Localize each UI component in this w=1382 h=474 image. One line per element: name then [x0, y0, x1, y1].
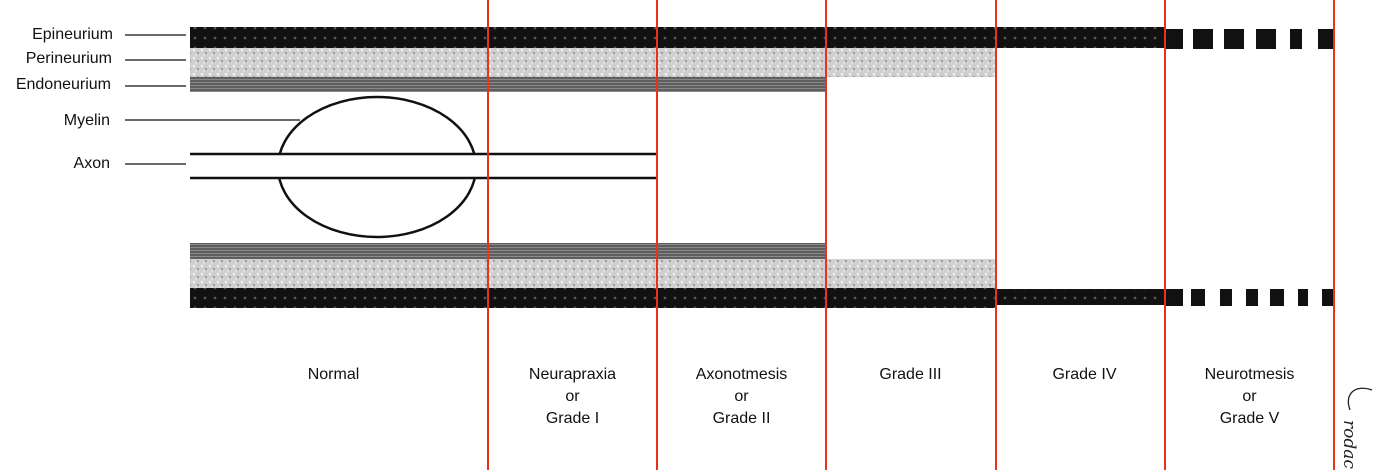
- epineurium-bottom: [190, 288, 996, 308]
- grade-line: Grade III: [879, 366, 942, 383]
- perineurium-bottom: [190, 259, 996, 288]
- grade-line: or: [565, 388, 580, 405]
- leader-lines: [125, 34, 300, 165]
- endoneurium-bottom: [190, 243, 826, 259]
- grade-line: Grade I: [545, 410, 600, 427]
- epineurium-top: [190, 27, 1165, 48]
- label-myelin: Myelin: [63, 112, 110, 129]
- grade-neurapraxia: Neurapraxia or Grade I: [488, 364, 657, 430]
- grade-line: Grade II: [712, 410, 771, 427]
- svg-text:rodac: rodac: [1339, 420, 1359, 469]
- grade-iii: Grade III: [826, 364, 995, 386]
- label-endoneurium: Endoneurium: [15, 76, 111, 93]
- grade-line: Normal: [307, 366, 360, 383]
- epineurium-bottom-fragments: [1165, 289, 1334, 306]
- epineurium-top-fragments: [1165, 29, 1334, 49]
- bottom-sheath: [190, 243, 1334, 308]
- grade-line: or: [734, 388, 749, 405]
- grade-iv: Grade IV: [1000, 364, 1169, 386]
- epineurium-bottom-thin: [996, 289, 1165, 305]
- grade-line: Neurapraxia: [528, 366, 617, 383]
- grade-line: Grade V: [1219, 410, 1280, 427]
- perineurium-top: [190, 48, 996, 77]
- top-sheath: [190, 27, 1334, 92]
- grade-dividers: [487, 0, 1335, 470]
- grade-line: Axonotmesis: [695, 366, 788, 383]
- grade-normal: Normal: [249, 364, 418, 386]
- grade-line: or: [1242, 388, 1257, 405]
- grade-neurotmesis: Neurotmesis or Grade V: [1165, 364, 1334, 430]
- grade-axonotmesis: Axonotmesis or Grade II: [657, 364, 826, 430]
- label-perineurium: Perineurium: [25, 50, 112, 67]
- label-axon: Axon: [73, 155, 110, 172]
- label-epineurium: Epineurium: [32, 26, 113, 43]
- grade-line: Neurotmesis: [1204, 366, 1295, 383]
- endoneurium-top: [190, 77, 826, 92]
- signature: rodac: [1339, 387, 1373, 469]
- grade-line: Grade IV: [1052, 366, 1117, 383]
